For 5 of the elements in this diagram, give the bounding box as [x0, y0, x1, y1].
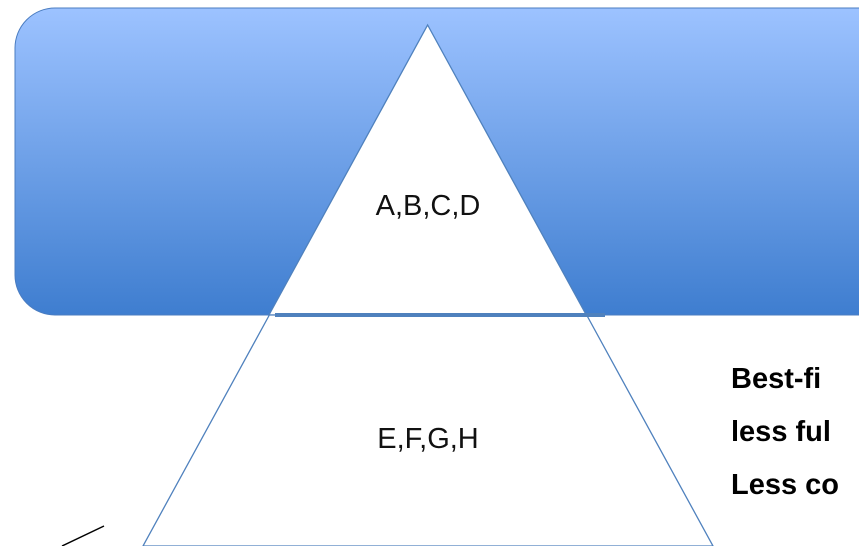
description-text: Best-fi — [731, 365, 822, 394]
section-label: A,B,C,D — [374, 190, 482, 223]
description-text: less ful — [731, 418, 831, 447]
section-label: E,F,G,H — [376, 423, 480, 456]
description-text: Less co — [731, 471, 839, 500]
